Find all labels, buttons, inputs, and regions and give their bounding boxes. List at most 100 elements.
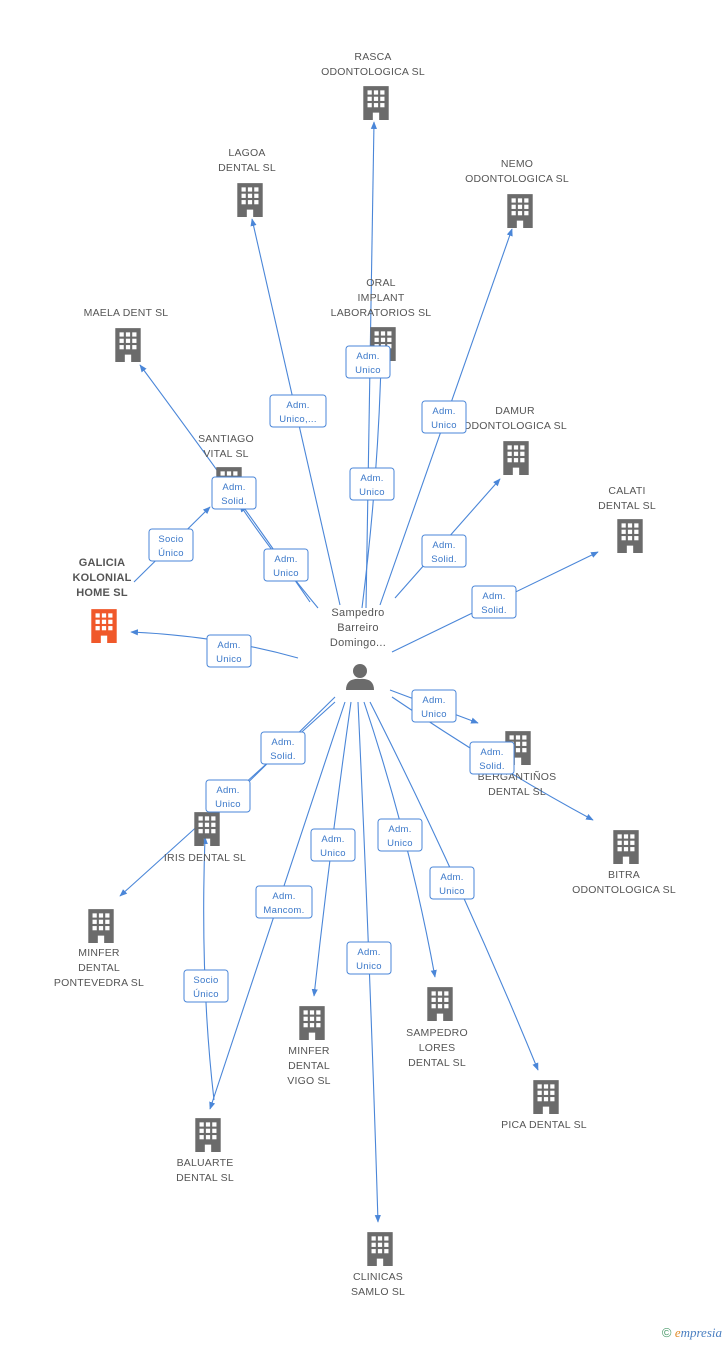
person-node[interactable]: SampedroBarreiroDomingo... [330,607,386,690]
edge-label-text: Adm. [271,737,294,748]
footer-brand[interactable]: © empresia [662,1325,722,1341]
company-name: DENTAL SL [488,786,546,798]
edge-label-p-to-galicia[interactable]: Adm.Unico [206,634,252,668]
company-node-pica[interactable]: PICA DENTAL SL [501,1080,587,1131]
company-name: KOLONIAL [72,572,131,584]
edge-label-text: Adm. [440,872,463,883]
edge-label-box [421,534,467,568]
building-icon [115,328,141,362]
company-name: VITAL SL [203,448,248,460]
edge-label-text: Adm. [274,554,297,565]
edge-label-box [429,866,475,900]
company-name: RASCA [354,51,391,63]
building-icon [503,441,529,475]
company-name: BALUARTE [177,1157,234,1169]
edge-label-text: Unico [320,848,346,859]
edge-label-text: Socio [158,534,183,545]
building-icon [507,194,533,228]
edge-label-p-to-nemo[interactable]: Adm.Unico [421,400,467,434]
edge-label-text: Adm. [480,747,503,758]
edge-label-p-to-clinicas[interactable]: Adm.Unico [346,941,392,975]
building-icon [299,1006,325,1040]
edge-label-text: Adm. [388,824,411,835]
edge-baluarte-to-iris [201,836,215,1101]
edge-label-p-to-santiago[interactable]: Adm.Solid. [211,476,257,510]
edge-label-text: Solid. [221,496,247,507]
edge-label-p-to-baluarte[interactable]: Adm. Mancom. [255,885,313,919]
edge-label-p-to-minferv[interactable]: Adm.Unico [310,828,356,862]
company-name: DENTAL SL [176,1172,234,1184]
edge-label-p-to-pica[interactable]: Adm.Unico [429,866,475,900]
company-name: MINFER [288,1045,330,1057]
edge-label-p-to-maela[interactable]: Adm.Unico [263,548,309,582]
edge-label-text: Adm. [357,947,380,958]
edge-label-text: Mancom. [263,905,304,916]
edge-label-text: Solid. [481,605,507,616]
edge-label-box [411,689,457,723]
edge-label-p-to-calati[interactable]: Adm.Solid. [471,585,517,619]
edge-label-text: Unico [216,654,242,665]
company-node-maela[interactable]: MAELA DENT SL [84,307,169,362]
edge-label-text: Socio [193,975,218,986]
edge-label-text: Único [158,548,184,559]
building-icon [88,909,114,943]
edge-label-p-to-iris[interactable]: Adm.Solid. [260,731,306,765]
edge-label-box [345,345,391,379]
edge-label-box [260,731,306,765]
company-name: IMPLANT [358,292,405,304]
edge-label-p-to-berg[interactable]: Adm.Unico [411,689,457,723]
edge-label-text: Unico [355,365,381,376]
company-name: CLINICAS [353,1271,403,1283]
company-name: DENTAL [288,1060,330,1072]
edge-label-text: Adm. [422,695,445,706]
edge-label-p-to-damur[interactable]: Adm.Solid. [421,534,467,568]
edge-label-box [183,969,229,1003]
company-name: NEMO [501,158,533,170]
edge-label-p-to-bitra[interactable]: Adm. Solid. [469,741,515,775]
edge-label-p-to-sampedro[interactable]: Adm.Unico [377,818,423,852]
edge-label-text: Adm. [272,891,295,902]
edge-label-box [346,941,392,975]
person-name: Sampedro [331,607,384,619]
edge-label-box [269,394,327,428]
company-node-minferv[interactable]: MINFER DENTAL VIGO SL [287,1006,331,1087]
company-name: DENTAL [78,962,120,974]
edge-label-p-to-lagoa[interactable]: Adm.Unico,... [269,394,327,428]
company-name: HOME SL [76,587,128,599]
edge-label-text: Unico [431,420,457,431]
company-name: VIGO SL [287,1075,330,1087]
brand-initial: e [674,1325,681,1340]
building-icon [427,987,453,1021]
person-icon [346,664,374,690]
edge-label-p-to-oral[interactable]: Adm.Unico [349,467,395,501]
copyright-symbol: © [661,1325,672,1340]
company-name: LABORATORIOS SL [331,307,432,319]
company-node-baluarte[interactable]: BALUARTE DENTAL SL [176,1118,234,1184]
edge-label-p-to-minferp[interactable]: Adm.Unico [205,779,251,813]
edge-label-text: Unico [215,799,241,810]
company-name: SAMPEDRO [406,1027,468,1039]
company-name: DAMUR [495,405,535,417]
edge-label-p-to-rasca[interactable]: Adm.Unico [345,345,391,379]
building-icon [533,1080,559,1114]
edge-label-box [349,467,395,501]
edge-label-text: Solid. [479,761,505,772]
edge-label-box [377,818,423,852]
company-name: PONTEVEDRA SL [54,977,144,989]
company-node-iris[interactable]: IRIS DENTAL SL [164,812,246,864]
